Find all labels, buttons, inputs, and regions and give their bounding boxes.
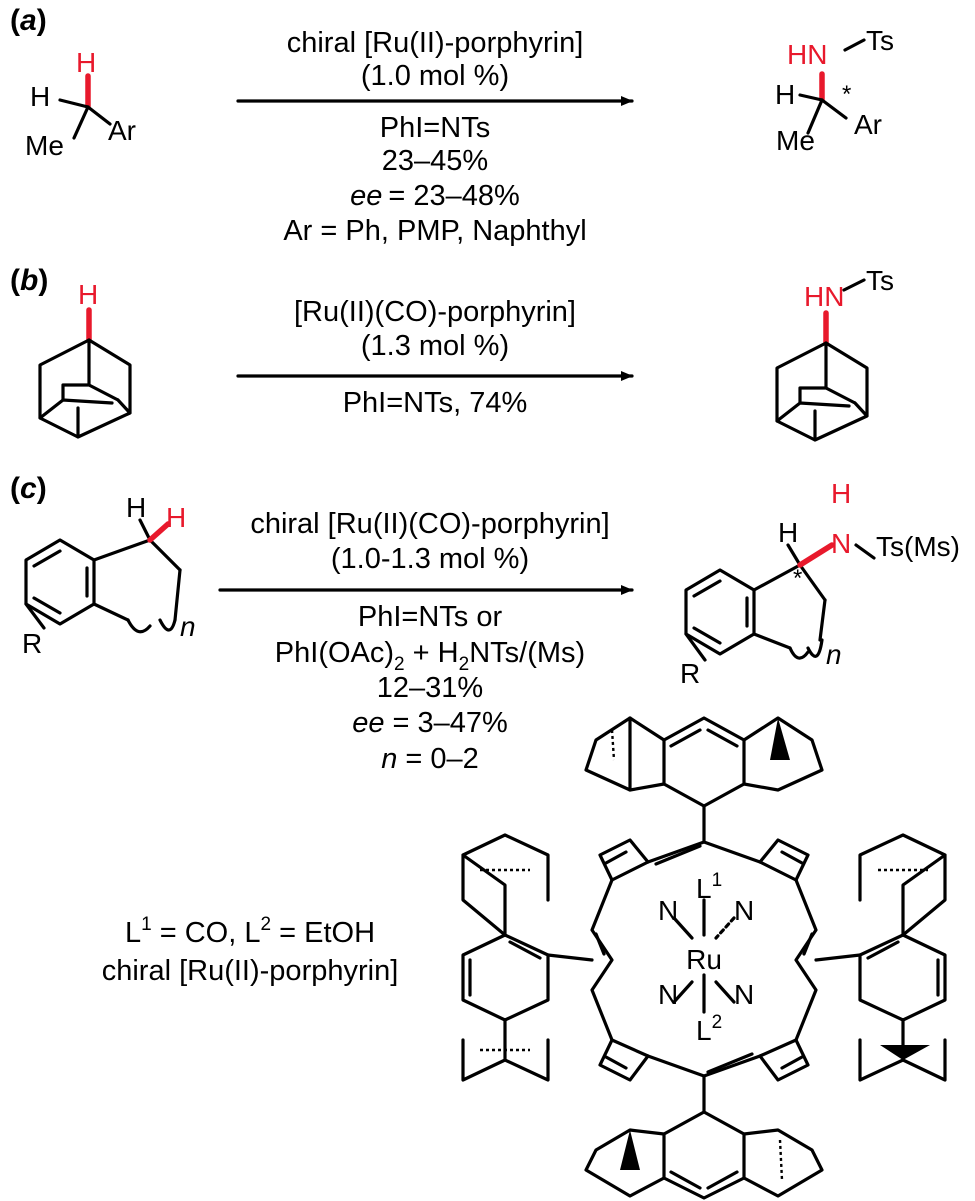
product-hn: HN <box>787 39 827 70</box>
tosyl-group: Ts <box>866 265 894 296</box>
yield-text: 23–45% <box>382 145 488 177</box>
methyl-group: Me <box>776 125 815 156</box>
reagent-text: PhI=NTs <box>380 112 490 144</box>
catalyst-text: chiral [Ru(II)(CO)-porphyrin] <box>250 508 609 540</box>
panel-a: (a) H H Ar Me chiral [Ru(II)-porphyrin] … <box>10 4 894 247</box>
reactive-h-atom: H <box>76 47 96 78</box>
reagent-yield-text: PhI=NTs, 74% <box>343 387 528 419</box>
h-atom: H <box>126 492 146 523</box>
nitrogen-atom: N <box>831 528 851 559</box>
ring-size-n: n <box>180 611 196 642</box>
right-bridged-anthracenyl <box>858 833 947 1082</box>
r-substituent: R <box>22 628 42 659</box>
panel-c-label: (c) <box>10 472 47 505</box>
panel-b-product: HN Ts <box>775 265 894 442</box>
panel-c-reactant-indane: H H R n <box>22 492 196 659</box>
nh-h-atom: H <box>831 478 851 509</box>
chiral-ru-porphyrin-structure: N N N N Ru L1 L2 <box>461 716 947 1200</box>
catalyst-name: chiral [Ru(II)-porphyrin] <box>102 955 399 987</box>
top-bridged-anthracenyl <box>584 716 824 808</box>
reagent-option-2: PhI(OAc)2 + H2NTs/(Ms) <box>275 637 585 675</box>
ee-text: ee= 23–48% <box>350 180 520 212</box>
n-range-text: n = 0–2 <box>381 743 479 775</box>
nitrogen-atom: N <box>734 895 754 926</box>
bottom-bridged-anthracenyl <box>584 1110 824 1200</box>
aryl-scope-text: Ar = Ph, PMP, Naphthyl <box>283 215 586 247</box>
tosyl-group: Ts <box>866 25 894 56</box>
nitrogen-atom: N <box>658 979 678 1010</box>
left-bridged-anthracenyl <box>461 833 550 1082</box>
loading-text: (1.3 mol %) <box>361 330 509 362</box>
aryl-group: Ar <box>854 109 882 140</box>
product-hn: HN <box>804 281 844 312</box>
sulfonyl-group: Ts(Ms) <box>876 531 960 562</box>
h-atom: H <box>30 81 50 112</box>
panel-b-label: (b) <box>10 264 48 297</box>
catalyst-text: [Ru(II)(CO)-porphyrin] <box>294 296 576 328</box>
methyl-group: Me <box>25 130 64 161</box>
ligand-legend: L1 = CO, L2 = EtOH chiral [Ru(II)-porphy… <box>102 914 399 987</box>
ligand-l2: L2 <box>696 1012 722 1046</box>
h-atom: H <box>775 79 795 110</box>
nitrogen-atom: N <box>734 979 754 1010</box>
reagent-option-1: PhI=NTs or <box>358 601 503 633</box>
panel-a-product: HN Ts H * Ar Me <box>775 25 894 156</box>
panel-a-label: (a) <box>10 4 47 37</box>
reactive-h-atom: H <box>78 279 98 310</box>
aryl-group: Ar <box>108 115 136 146</box>
nitrogen-atom: N <box>658 895 678 926</box>
stereocenter-star: * <box>842 81 851 108</box>
stereocenter-star: * <box>793 565 802 592</box>
ligand-definition: L1 = CO, L2 = EtOH <box>125 914 375 949</box>
ligand-l1: L1 <box>696 870 722 904</box>
panel-a-reactant: H H Ar Me <box>25 47 136 161</box>
panel-c-product: H H N Ts(Ms) * R n <box>680 478 960 689</box>
ee-text: ee = 3–47% <box>352 707 508 739</box>
ring-size-n: n <box>826 639 842 670</box>
panel-c: (c) H H R n chiral [Ru(II)(CO)-porphyrin… <box>10 472 960 775</box>
yield-text: 12–31% <box>377 672 483 704</box>
panel-b: (b) H [Ru(II)(CO)-porphyrin] (1.3 mol %)… <box>10 264 894 442</box>
catalyst-text: chiral [Ru(II)-porphyrin] <box>287 27 584 59</box>
h-atom: H <box>778 517 798 548</box>
r-substituent: R <box>680 658 700 689</box>
reactive-h-atom: H <box>166 502 186 533</box>
loading-text: (1.0-1.3 mol %) <box>331 543 529 575</box>
ruthenium-atom: Ru <box>686 944 722 975</box>
panel-b-reactant-adamantane: H <box>38 279 132 439</box>
loading-text: (1.0 mol %) <box>361 60 509 92</box>
